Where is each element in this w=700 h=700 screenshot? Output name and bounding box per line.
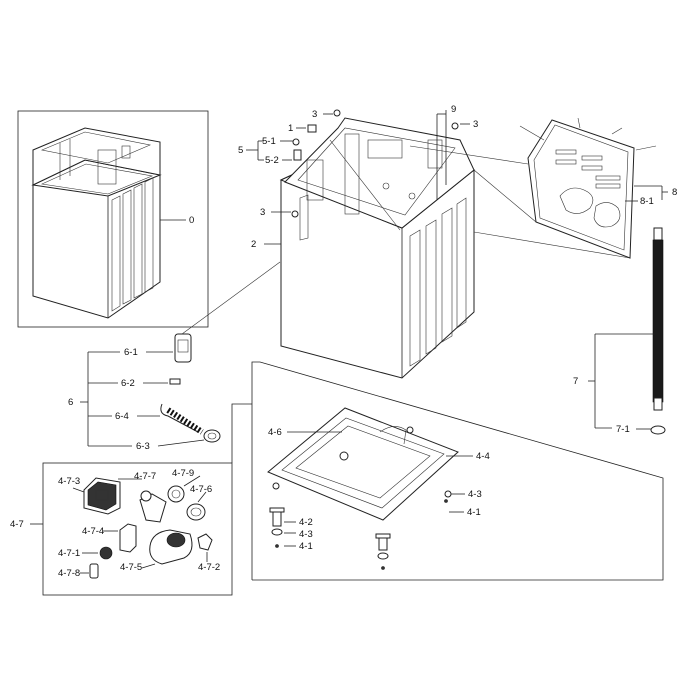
label-4-7: 4-7: [10, 519, 24, 530]
label-0: 0: [189, 215, 194, 226]
assembled-cabinet-drawing: [31, 127, 162, 319]
label-4-7-3: 4-7-3: [58, 476, 80, 487]
label-8: 8: [672, 187, 677, 198]
label-4-7-4: 4-7-4: [82, 526, 104, 537]
label-5: 5: [238, 145, 243, 156]
label-4-3-left: 4-3: [299, 529, 313, 540]
label-9: 9: [451, 104, 456, 115]
pump-bracket: [119, 490, 167, 553]
label-4-1-left: 4-1: [299, 541, 313, 552]
base-frame-box: [251, 361, 664, 581]
label-4-2: 4-2: [299, 517, 313, 528]
label-7-1: 7-1: [616, 424, 630, 435]
label-5-2: 5-2: [265, 155, 279, 166]
group-5: 5 5-1 5-2: [238, 136, 302, 166]
label-8-1: 8-1: [640, 196, 654, 207]
screw-3-left: 3: [260, 207, 299, 218]
label-6-3: 6-3: [136, 441, 150, 452]
pump-seal-ring: [186, 503, 206, 521]
screw-3-top: 3: [312, 109, 341, 120]
label-4-6: 4-6: [268, 427, 282, 438]
clip-1: 1: [288, 123, 317, 134]
base-frame-drawing: [267, 407, 459, 521]
label-4-3-right: 4-3: [468, 489, 482, 500]
label-3-left: 3: [260, 207, 265, 218]
label-5-1: 5-1: [262, 136, 276, 147]
label-6: 6: [68, 397, 73, 408]
pump-impeller: [99, 546, 113, 560]
label-4-7-1: 4-7-1: [58, 548, 80, 559]
label-6-2: 6-2: [121, 378, 135, 389]
label-4-1-right: 4-1: [467, 507, 481, 518]
label-1: 1: [288, 123, 293, 134]
top-cover-panel: [519, 117, 657, 259]
label-3-right: 3: [473, 119, 478, 130]
label-4-7-7: 4-7-7: [134, 471, 156, 482]
pump-group-box: [42, 403, 252, 596]
label-3-top: 3: [312, 109, 317, 120]
label-6-4: 6-4: [115, 411, 129, 422]
label-4-7-2: 4-7-2: [198, 562, 220, 573]
screw-3-right: 3: [451, 119, 478, 130]
leveling-leg-right: [375, 533, 391, 570]
drain-hose: [650, 227, 666, 435]
label-4-7-8: 4-7-8: [58, 568, 80, 579]
label-7: 7: [573, 376, 578, 387]
label-4-4: 4-4: [476, 451, 490, 462]
label-6-1: 6-1: [124, 347, 138, 358]
part-9: 9: [436, 104, 456, 200]
pump-motor: [83, 477, 121, 515]
label-4-7-6: 4-7-6: [190, 484, 212, 495]
pump-clip: [197, 533, 213, 551]
label-4-7-9: 4-7-9: [172, 468, 194, 479]
cabinet-drawing: [279, 117, 476, 379]
label-2: 2: [251, 239, 256, 250]
label-4-7-5: 4-7-5: [120, 562, 142, 573]
hose-assembly: [160, 333, 221, 443]
pump-cap: [89, 563, 99, 579]
pump-housing: [149, 529, 193, 565]
assembled-cabinet-box: 0: [17, 110, 209, 328]
pump-filter-knob: [167, 485, 185, 503]
leveling-leg-left: [269, 507, 285, 548]
